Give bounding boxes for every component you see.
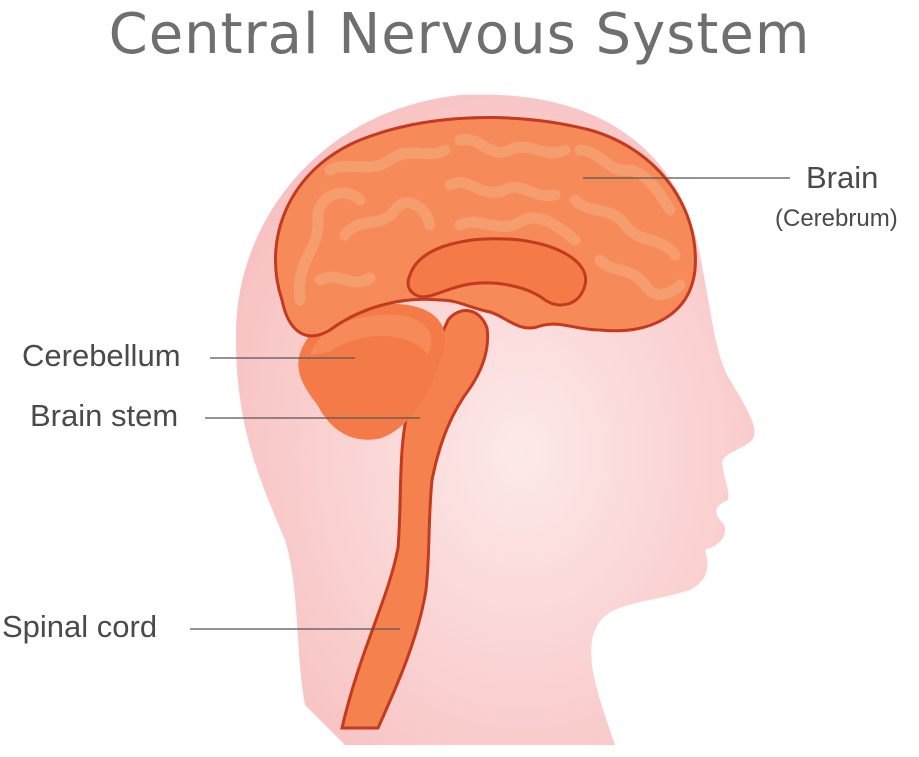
label-cerebellum: Cerebellum bbox=[22, 338, 181, 373]
label-brain-stem: Brain stem bbox=[30, 398, 179, 433]
spinal-cord-shape bbox=[340, 309, 490, 730]
label-cerebrum: (Cerebrum) bbox=[775, 205, 898, 232]
diagram-title: Central Nervous System bbox=[108, 2, 811, 67]
label-brain: Brain bbox=[806, 160, 879, 195]
leader-lines bbox=[190, 177, 790, 630]
label-spinal-cord: Spinal cord bbox=[2, 609, 158, 644]
brain-folds bbox=[293, 133, 686, 306]
midbrain-shape bbox=[406, 237, 588, 307]
